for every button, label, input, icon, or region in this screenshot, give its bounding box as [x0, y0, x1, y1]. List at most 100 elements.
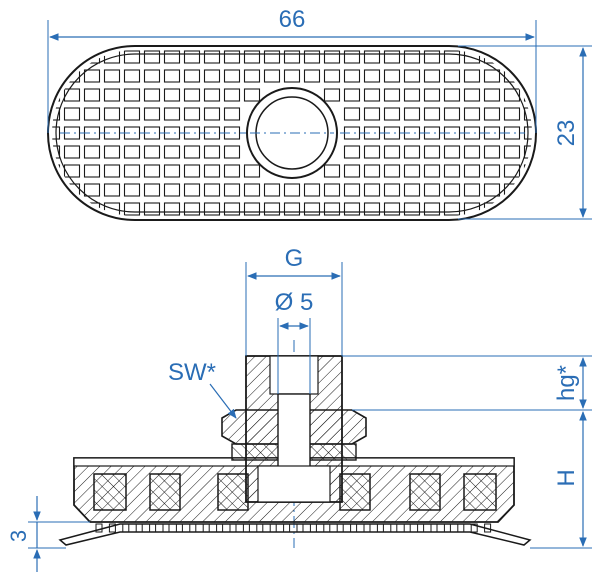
grid-cell	[163, 50, 181, 64]
grid-cell	[463, 69, 481, 83]
grid-cell	[403, 202, 421, 216]
grid-cell	[123, 88, 141, 102]
grid-cell	[243, 50, 261, 64]
grid-cell	[383, 145, 401, 159]
lip-rib	[162, 523, 170, 533]
lip-rib	[309, 523, 317, 533]
lip-height-label: 3	[6, 530, 31, 542]
grid-cell	[83, 145, 101, 159]
grid-cell	[63, 107, 81, 121]
grid-cell	[323, 50, 341, 64]
grid-cell	[363, 69, 381, 83]
lip-rib	[350, 523, 358, 533]
lip-rib	[135, 523, 143, 533]
grid-cell	[103, 107, 121, 121]
grid-cell	[423, 183, 441, 197]
grid-cell	[443, 50, 461, 64]
grid-cell	[343, 164, 361, 178]
grid-cell	[463, 164, 481, 178]
grid-cell	[343, 145, 361, 159]
grid-cell	[503, 164, 521, 178]
grid-cell	[283, 50, 301, 64]
grid-cell	[323, 183, 341, 197]
grid-cell	[383, 69, 401, 83]
grid-cell	[323, 69, 341, 83]
grid-cell	[483, 88, 501, 102]
wrench-size-label: SW*	[168, 359, 216, 386]
grid-cell	[283, 69, 301, 83]
grid-cell	[52, 69, 61, 83]
grid-cell	[83, 88, 101, 102]
grid-cell	[383, 88, 401, 102]
grid-cell	[403, 69, 421, 83]
grid-cell	[203, 50, 221, 64]
grid-cell	[263, 69, 281, 83]
grid-cell	[503, 202, 521, 216]
lip-rib	[189, 523, 197, 533]
grid-cell	[523, 145, 532, 159]
grid-cell	[163, 183, 181, 197]
grid-cell	[52, 183, 61, 197]
grid-cell	[323, 202, 341, 216]
grid-cell	[183, 164, 201, 178]
grid-cell	[223, 183, 241, 197]
sealing-lip	[58, 523, 532, 546]
grid-cell	[483, 183, 501, 197]
lip-rib	[363, 523, 371, 533]
grid-cell	[183, 107, 201, 121]
grid-cell	[183, 183, 201, 197]
fitting-socket	[257, 465, 331, 503]
grid-cell	[363, 183, 381, 197]
grid-cell	[52, 126, 61, 140]
grid-cell	[503, 107, 521, 121]
grid-cell	[263, 202, 281, 216]
grid-cell	[123, 69, 141, 83]
grid-cell	[283, 183, 301, 197]
grid-cell	[263, 50, 281, 64]
grid-cell	[223, 88, 241, 102]
grid-cell	[163, 107, 181, 121]
grid-cell	[403, 88, 421, 102]
grid-cell	[523, 69, 532, 83]
grid-cell	[363, 50, 381, 64]
grid-cell	[403, 183, 421, 197]
grid-cell	[123, 164, 141, 178]
grid-cell	[203, 183, 221, 197]
grid-cell	[183, 145, 201, 159]
grid-cell	[343, 50, 361, 64]
lip-rib	[269, 523, 277, 533]
grid-cell	[363, 88, 381, 102]
grid-cell	[103, 88, 121, 102]
grid-cell	[303, 183, 321, 197]
grid-cell	[243, 164, 261, 178]
lip-rib	[336, 523, 344, 533]
lip-rib	[108, 523, 116, 533]
grid-cell	[423, 107, 441, 121]
grid-cell	[123, 183, 141, 197]
lip-rib	[95, 523, 103, 533]
grid-cell	[63, 145, 81, 159]
grid-cell	[163, 88, 181, 102]
grid-cell	[163, 69, 181, 83]
grid-cell	[123, 50, 141, 64]
lip-rib	[323, 523, 331, 533]
side-view: G Ø 5 SW* hg* H 3	[6, 245, 592, 572]
lip-rib	[443, 523, 451, 533]
grid-cell	[143, 69, 161, 83]
width-dimension-label: 66	[279, 6, 306, 33]
pocket-1	[93, 473, 127, 511]
grid-cell	[443, 183, 461, 197]
grid-cell	[143, 88, 161, 102]
wrench-leader-line	[209, 383, 237, 419]
pocket-4	[339, 473, 371, 511]
fitting-head	[269, 355, 319, 395]
grid-cell	[463, 88, 481, 102]
grid-cell	[52, 202, 61, 216]
grid-cell	[423, 164, 441, 178]
grid-cell	[143, 107, 161, 121]
grid-cell	[52, 50, 61, 64]
grid-cell	[443, 202, 461, 216]
grid-cell	[123, 202, 141, 216]
grid-cell	[52, 107, 61, 121]
